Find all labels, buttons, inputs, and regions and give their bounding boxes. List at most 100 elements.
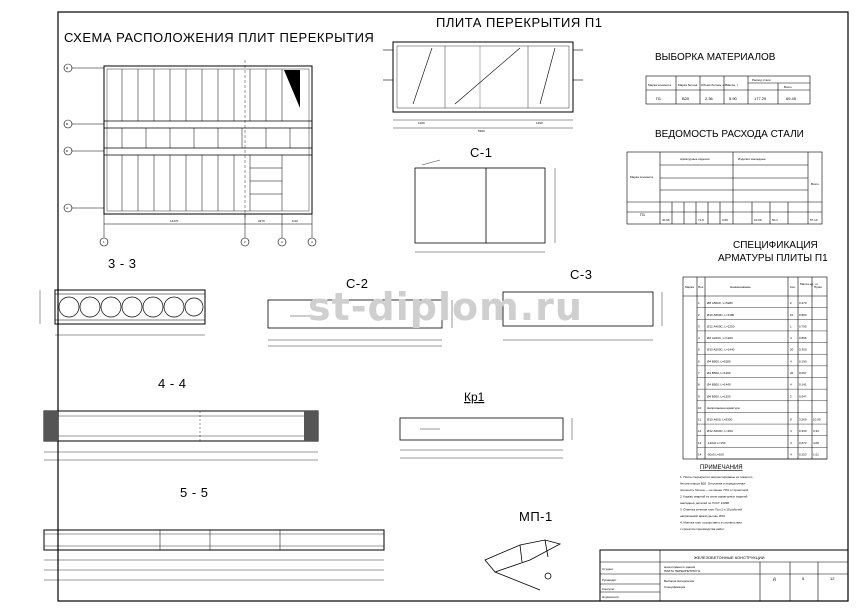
slab-dim-length: 5300 — [478, 129, 485, 133]
sheet-frame — [57, 11, 849, 602]
spec-cell: 0.795 — [799, 324, 807, 328]
mat-c6: 69.45 — [786, 96, 797, 101]
stamp-sub1: многоэтажного здания — [664, 565, 695, 569]
spec-cell: 2 — [790, 394, 792, 398]
notes-block: 1. Плиты перекрытия запроектированы из т… — [680, 475, 753, 531]
slab-dim-b: 1490 — [536, 121, 543, 125]
spec-cell: -50х5 L=100 — [707, 453, 724, 457]
stamp-title: ЖЕЛЕЗОБЕТОННЫЕ КОНСТРУКЦИИ — [694, 555, 765, 560]
steel-row-mark: П1 — [640, 212, 646, 217]
spec-h-note: Прим. — [814, 285, 823, 289]
note-line: 1. Плиты перекрытия запроектированы из т… — [680, 475, 753, 479]
spec-cell: 20 — [790, 348, 794, 352]
c2-title: С-2 — [346, 276, 368, 291]
spec-cell: Ø12 А500С, L=250 — [707, 429, 733, 433]
spec-cell: 0.253 — [799, 453, 807, 457]
note-line: 4. Монтаж плит осуществить в соответстви… — [680, 521, 742, 525]
steel-title: ВЕДОМОСТЬ РАСХОДА СТАЛИ — [655, 129, 804, 140]
stamp-sheets: 12 — [830, 576, 835, 581]
spec-cell: Ø10 А500С, L=1440 — [707, 348, 735, 352]
mat-h4: Масса, т — [726, 83, 739, 87]
scheme-plan — [63, 60, 317, 247]
stamp-stage: Д — [773, 576, 776, 581]
spec-cell: 8 — [698, 383, 700, 387]
spec-cell: 3 — [698, 324, 700, 328]
spec-cell: -120х6 L=150 — [707, 441, 726, 445]
spec-cell: Ø4 В500, L=1200 — [707, 394, 731, 398]
stamp-sheet: 5 — [802, 576, 805, 581]
steel-table — [626, 151, 823, 225]
spec-cell: 1 — [698, 301, 700, 305]
c3-mesh — [502, 291, 663, 341]
spec-h-qty: Кол. — [790, 285, 796, 289]
spec-cell: Ø4 В500, L=1200 — [707, 371, 731, 375]
axis-label-v: В — [66, 122, 68, 126]
axis-label-b: Б — [66, 149, 68, 153]
mat-h2: Марка бетона — [678, 83, 698, 87]
spec-cell: 0.800 — [799, 313, 807, 317]
mat-c1: П1 — [656, 96, 662, 101]
spec-h-mark: Марка — [685, 285, 694, 289]
slab-plan — [383, 41, 583, 129]
spec-cell: 0.330 — [799, 429, 807, 433]
spec-cell: 1 — [790, 324, 792, 328]
mat-c4: 5.90 — [729, 96, 738, 101]
stamp-role-3: Консульт. — [602, 587, 615, 591]
spec-cell: 0.300 — [799, 348, 807, 352]
spec-cell: 3.33 — [813, 429, 819, 433]
section-44-drawing — [43, 410, 319, 461]
spec-cell: Ø4 В500, L=5280 — [707, 359, 731, 363]
spec-cell: 0.097 — [799, 371, 807, 375]
spec-cell: 10 — [698, 406, 702, 410]
spec-cell: 9 — [698, 394, 700, 398]
s55-title: 5 - 5 — [180, 485, 209, 500]
spec-title-1: СПЕЦИФИКАЦИЯ — [733, 240, 818, 251]
stamp-sub2: ПЛИТА ПЕРЕКРЫТИЯ П1 — [664, 569, 701, 573]
mat-h3: Объем бетона, м3 — [701, 83, 727, 87]
spec-cell: 4 — [790, 359, 792, 363]
steel-h2: Арматурные изделия — [680, 157, 710, 161]
axis-label-a: А — [66, 206, 68, 210]
spec-cell: 4.08 — [813, 441, 819, 445]
mat-c3: 2.36 — [705, 96, 714, 101]
c1-mesh — [414, 159, 556, 253]
note-line: напрягаемой арматуры мм. Ø10. — [680, 514, 726, 518]
spec-cell: 0.141 — [799, 383, 807, 387]
axis-label-2: 2 — [244, 240, 246, 244]
spec-cell: Ø8 А500С, L=5280 — [707, 301, 733, 305]
axis-label-d: Д — [66, 66, 68, 70]
kr1-frame — [399, 417, 573, 459]
mat-c2: В20 — [682, 96, 690, 101]
materials-title: ВЫБОРКА МАТЕРИАЛОВ — [655, 52, 776, 63]
spec-cell: 1.01 — [813, 453, 819, 457]
kr1-title: Кр1 — [464, 390, 485, 404]
slab-title: ПЛИТА ПЕРЕКРЫТИЯ П1 — [436, 15, 602, 30]
scheme-dim-end: 6.00 — [292, 219, 298, 223]
stamp-role-2: Руководит. — [602, 578, 617, 582]
spec-cell: 0.856 — [799, 336, 807, 340]
mat-h6: Всего — [784, 85, 792, 89]
spec-cell: Ø12 А400С, L=1200 — [707, 324, 735, 328]
spec-cell: 0.047 — [799, 394, 807, 398]
steel-v3: 0.69 — [722, 218, 728, 222]
spec-cell: 10.90 — [813, 418, 821, 422]
mp1-detail — [484, 539, 562, 591]
spec-cell: 14 — [698, 453, 702, 457]
spec-cell: 4 — [790, 336, 792, 340]
spec-cell: Ø6 А240С, L=1200 — [707, 336, 733, 340]
spec-cell: 6 — [698, 359, 700, 363]
section-55-drawing — [43, 529, 385, 581]
spec-h-name: Наименование — [730, 285, 751, 289]
axis-label-4: 4 — [311, 240, 313, 244]
spec-cell: Ø4 В500, L=1440 — [707, 383, 731, 387]
steel-h1: Марка элемента — [630, 175, 653, 179]
note-line: закладных деталей по ГОСТ 14098. — [680, 501, 730, 505]
spec-cell: 3.269 — [799, 418, 807, 422]
spec-cell: 12 — [698, 429, 702, 433]
spec-cell: 4 — [790, 453, 792, 457]
steel-v1: 40.06 — [662, 218, 670, 222]
spec-cell: 8 — [790, 418, 792, 422]
spec-cell: 4 — [790, 429, 792, 433]
spec-cell: 5 — [698, 348, 700, 352]
spec-cell: 2 — [698, 313, 700, 317]
